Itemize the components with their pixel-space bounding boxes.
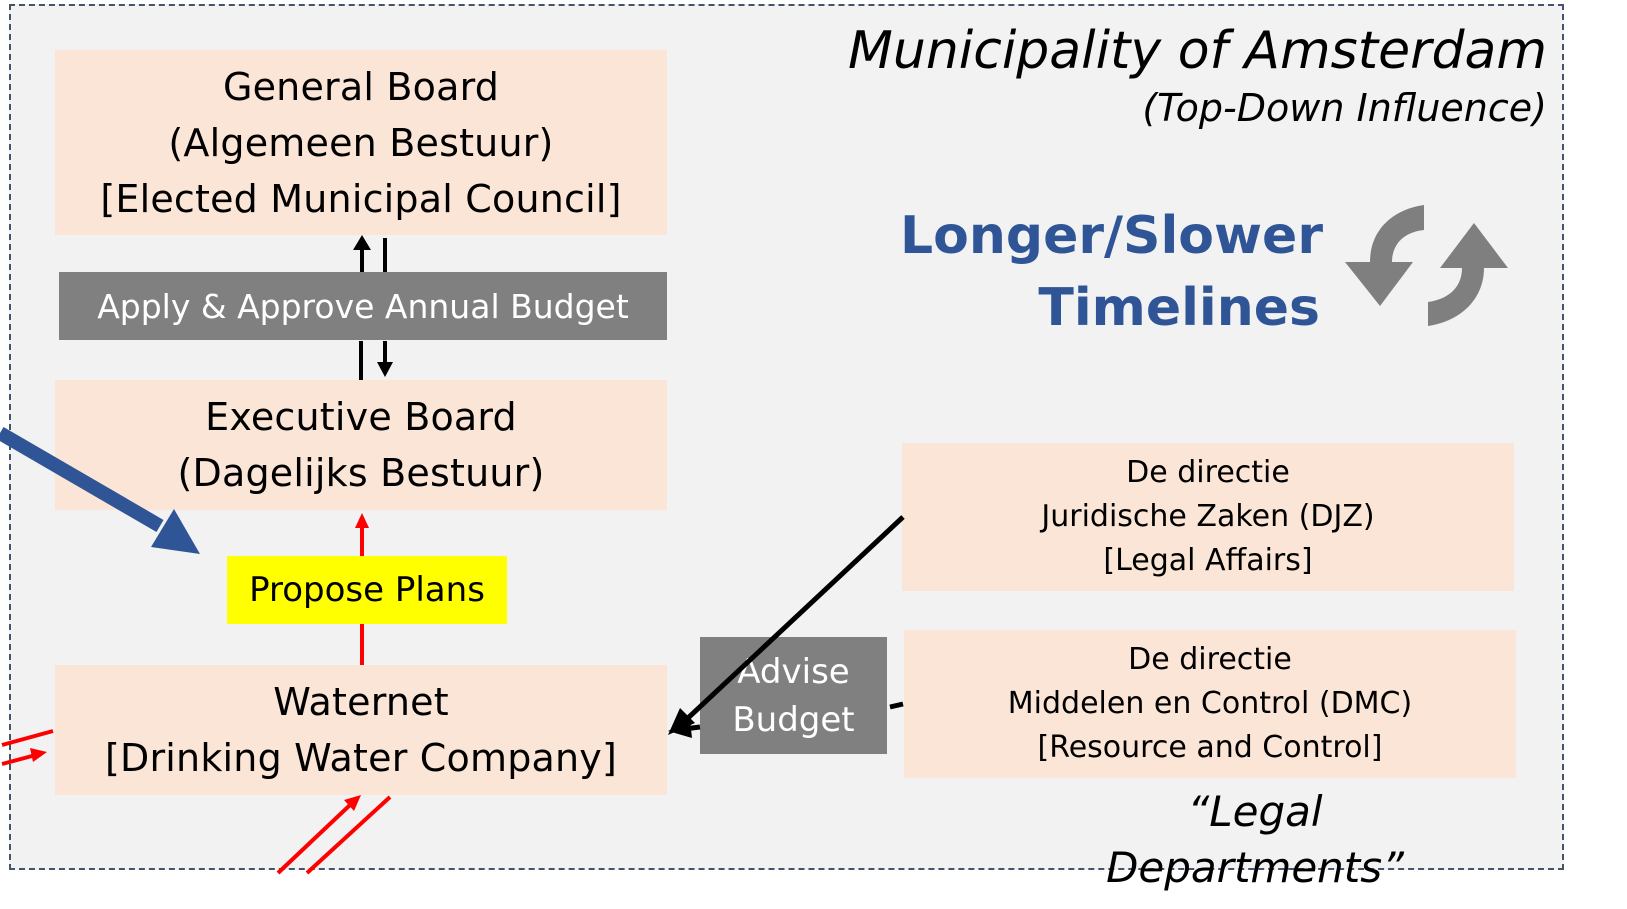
arrow-budget-to-executive-board: [377, 341, 393, 377]
general-board-note: [Elected Municipal Council]: [100, 176, 622, 221]
arrow-red-incoming-left-1: [1, 729, 54, 747]
advise-budget-line1: Advise: [737, 651, 850, 692]
waternet-name: Waternet: [273, 680, 449, 724]
advise-budget-line2: Budget: [732, 699, 855, 740]
djz-line1: De directie: [1126, 455, 1290, 490]
dmc-box: De directie Middelen en Control (DMC) [R…: [904, 630, 1516, 778]
budget-approval-label: Apply & Approve Annual Budget: [59, 272, 667, 340]
legal-departments-label: “Legal Departments”: [1106, 787, 1404, 892]
dmc-line2: Middelen en Control (DMC): [1007, 686, 1413, 721]
general-board-box: General Board (Algemeen Bestuur) [Electe…: [55, 50, 667, 235]
timelines-line1: Longer/Slower: [900, 206, 1323, 266]
propose-plans-text: Propose Plans: [249, 570, 485, 610]
general-board-dutch: (Algemeen Bestuur): [168, 120, 554, 165]
executive-board-dutch: (Dagelijks Bestuur): [177, 451, 545, 495]
arrow-dmc-to-waternet: [668, 701, 904, 738]
diagram-title: Municipality of Amsterdam (Top-Down Infl…: [848, 20, 1547, 134]
arrow-propose-to-executive: [355, 513, 369, 556]
arrow-budget-to-general-board: [353, 235, 371, 272]
arrow-red-incoming-bottom-2: [305, 795, 392, 875]
subtitle-text: (Top-Down Influence): [1142, 86, 1547, 130]
arrow-blue-incoming: [0, 426, 200, 554]
cycle-arrows-icon: [1345, 205, 1508, 326]
djz-box: De directie Juridische Zaken (DJZ) [Lega…: [902, 443, 1514, 591]
general-board-name: General Board: [222, 64, 500, 109]
title-text: Municipality of Amsterdam: [848, 21, 1547, 81]
arrow-red-incoming-left-2: [1, 748, 47, 766]
executive-board-box: Executive Board (Dagelijks Bestuur): [55, 380, 667, 510]
waternet-box: Waternet [Drinking Water Company]: [55, 665, 667, 795]
advise-budget-label: Advise Budget: [700, 637, 887, 754]
waternet-note: [Drinking Water Company]: [104, 736, 617, 780]
executive-board-name: Executive Board: [205, 395, 517, 439]
timelines-line2: Timelines: [1038, 278, 1320, 338]
dmc-line3: [Resource and Control]: [1037, 730, 1383, 765]
djz-line2: Juridische Zaken (DJZ): [1041, 499, 1375, 534]
arrow-red-incoming-bottom-1: [276, 795, 361, 875]
timelines-label: Longer/Slower Timelines: [900, 200, 1323, 344]
dmc-line1: De directie: [1128, 642, 1292, 677]
djz-line3: [Legal Affairs]: [1103, 543, 1313, 578]
propose-plans-label: Propose Plans: [227, 556, 507, 624]
budget-approval-text: Apply & Approve Annual Budget: [97, 286, 629, 326]
arrow-djz-to-waternet: [668, 515, 905, 735]
